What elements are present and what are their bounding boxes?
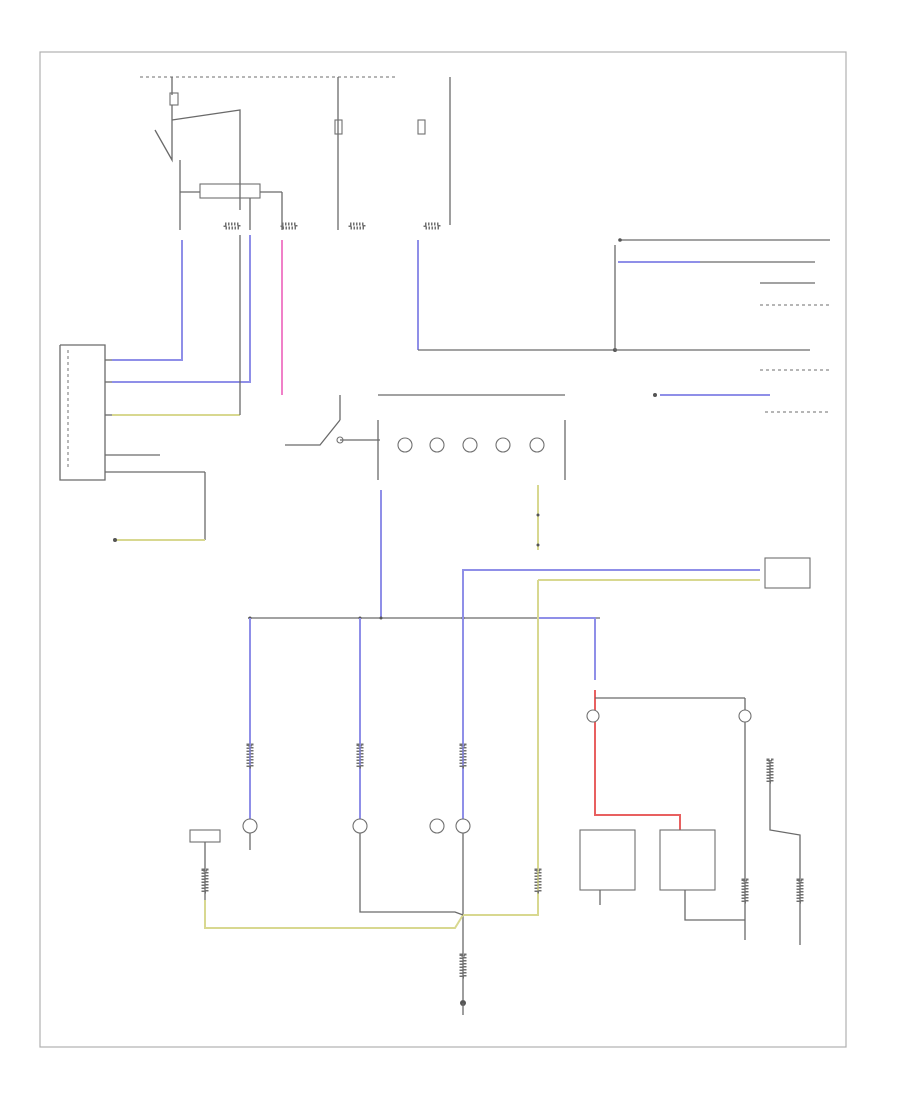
cruise-module bbox=[579, 829, 745, 921]
ground-symbol bbox=[460, 1000, 466, 1015]
wire-yellow-4 bbox=[204, 900, 464, 929]
wire-blue-2 bbox=[112, 235, 251, 383]
diagram-frame bbox=[39, 51, 847, 1048]
center-switch bbox=[285, 395, 380, 446]
right-connector-group bbox=[618, 238, 830, 413]
bulb-right-1 bbox=[586, 709, 600, 723]
top-relay bbox=[154, 105, 283, 230]
wire-black-3 bbox=[359, 900, 464, 916]
wire-yellow-5 bbox=[463, 580, 539, 916]
top-power-bus bbox=[140, 76, 451, 230]
lower-left-switch bbox=[189, 829, 221, 900]
lower-bulbs bbox=[242, 818, 471, 1000]
connector-row bbox=[223, 222, 441, 230]
right-lamp-box bbox=[764, 557, 811, 589]
bulb-right-2 bbox=[738, 709, 752, 723]
fuse-block bbox=[199, 183, 261, 199]
wire-blue-5 bbox=[462, 569, 760, 618]
illumination-module bbox=[59, 344, 206, 542]
bulb-panel bbox=[377, 394, 566, 480]
wire-blue-1 bbox=[112, 240, 183, 361]
wire-red-1 bbox=[594, 690, 681, 830]
wire-blue-6 bbox=[538, 617, 596, 680]
